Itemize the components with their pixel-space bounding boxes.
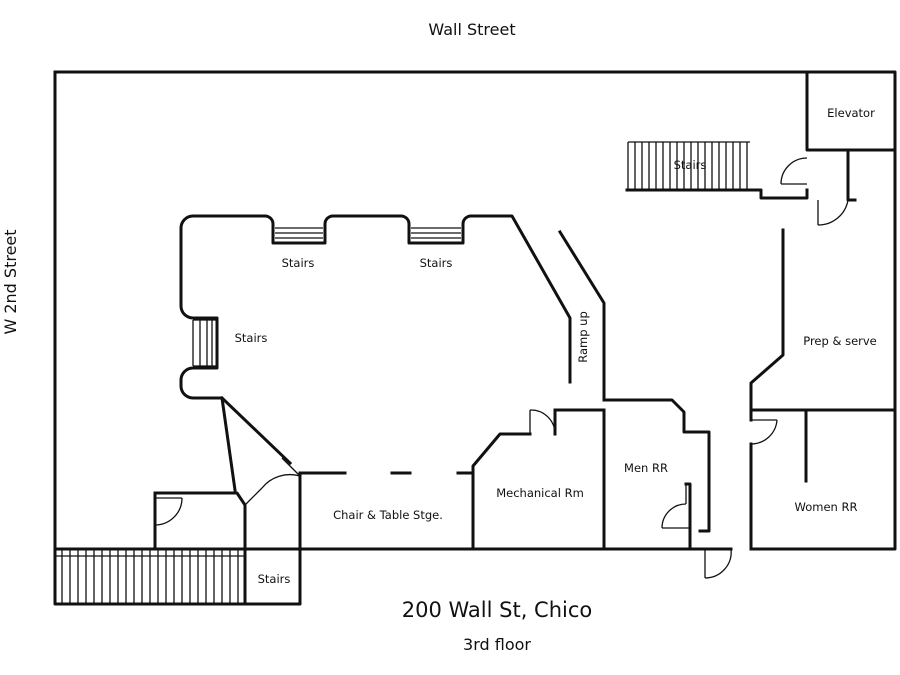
floor-subtitle: 3rd floor bbox=[463, 635, 531, 654]
room-label-mechanical: Mechanical Rm bbox=[496, 486, 584, 500]
street-label-west: W 2nd Street bbox=[1, 229, 20, 334]
room-label-ramp: Ramp up bbox=[576, 311, 590, 363]
stairs-upper-left-treads bbox=[275, 227, 323, 239]
mechanical-room-walls bbox=[471, 408, 606, 551]
stairs-southwest-treads bbox=[55, 549, 245, 604]
hall-sw-door-swing bbox=[244, 457, 301, 506]
room-label-elevator: Elevator bbox=[827, 106, 875, 120]
outer-wall bbox=[53, 70, 897, 606]
stairs-west-treads bbox=[192, 319, 217, 367]
sw-room-walls bbox=[153, 491, 247, 606]
main-hall-walls bbox=[179, 214, 606, 551]
room-label-women-rr: Women RR bbox=[795, 500, 858, 514]
room-label-stairs-west: Stairs bbox=[235, 331, 268, 345]
exit-door-swing bbox=[704, 548, 732, 579]
stairs-upper-right-treads bbox=[411, 227, 461, 239]
room-label-stairs-sw: Stairs bbox=[258, 572, 291, 586]
men-door-swing bbox=[661, 484, 690, 529]
address-title: 200 Wall St, Chico bbox=[402, 598, 593, 622]
women-door-swing bbox=[750, 419, 778, 445]
stairs-northeast-treads bbox=[627, 141, 750, 190]
street-label-north: Wall Street bbox=[428, 20, 515, 39]
prep-serve-walls bbox=[749, 228, 897, 551]
mechanical-door-swing bbox=[529, 409, 556, 435]
room-label-chair-table: Chair & Table Stge. bbox=[333, 508, 443, 522]
room-label-men-rr: Men RR bbox=[624, 461, 668, 475]
elevator-walls bbox=[625, 70, 897, 202]
room-label-stairs-ne: Stairs bbox=[674, 158, 707, 172]
men-rr-walls bbox=[602, 398, 711, 551]
sw-room-door-swing bbox=[154, 497, 183, 526]
room-label-prep-serve: Prep & serve bbox=[803, 334, 877, 348]
elevator-door-swings bbox=[780, 157, 849, 226]
ramp-walls bbox=[557, 229, 606, 402]
room-label-stairs-upper-left: Stairs bbox=[282, 256, 315, 270]
room-label-stairs-upper-right: Stairs bbox=[420, 256, 453, 270]
